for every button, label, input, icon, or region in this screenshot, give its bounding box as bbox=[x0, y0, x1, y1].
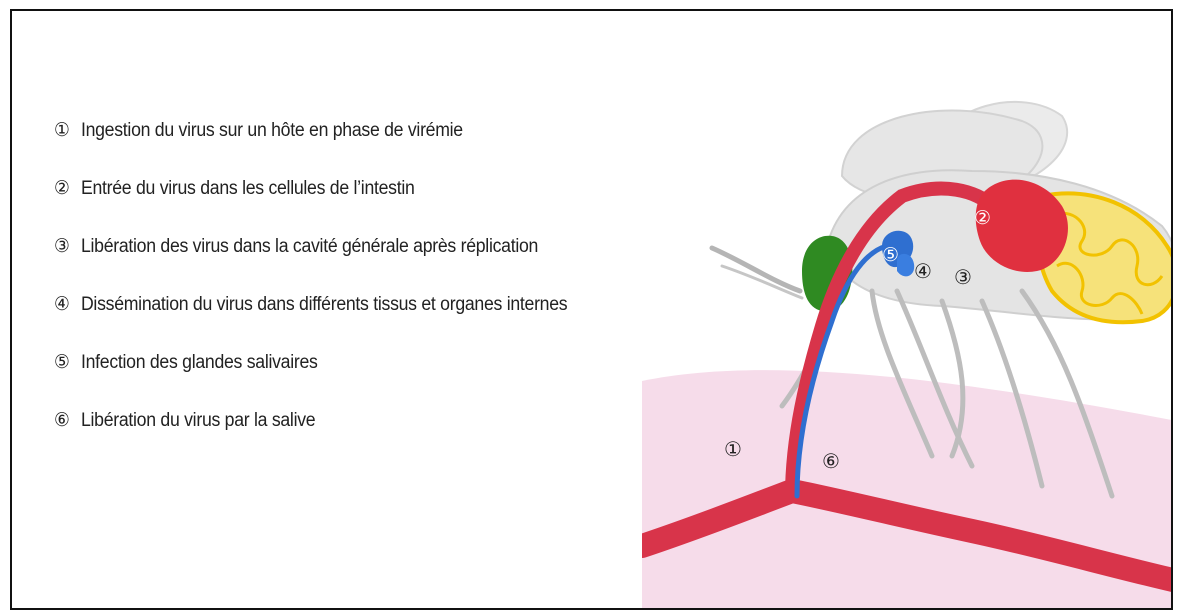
legend-number-3: ③ bbox=[54, 235, 76, 257]
mosquito-illustration: ② ⑤ ④ ③ ① ⑥ bbox=[642, 76, 1173, 610]
marker-5: ⑤ bbox=[882, 244, 899, 266]
host-skin bbox=[642, 370, 1173, 610]
legend-text-6: Libération du virus par la salive bbox=[81, 410, 315, 431]
legend-number-6: ⑥ bbox=[54, 409, 76, 431]
legend-text-2: Entrée du virus dans les cellules de l’i… bbox=[81, 178, 415, 199]
marker-4: ④ bbox=[914, 259, 932, 283]
legend-item-2: ② Entrée du virus dans les cellules de l… bbox=[54, 177, 705, 235]
diagram-frame: ① Ingestion du virus sur un hôte en phas… bbox=[10, 9, 1173, 610]
legend-item-3: ③ Libération des virus dans la cavité gé… bbox=[54, 235, 705, 293]
legend-item-6: ⑥ Libération du virus par la salive bbox=[54, 409, 705, 467]
legend-item-5: ⑤ Infection des glandes salivaires bbox=[54, 351, 705, 409]
mosquito-antenna bbox=[712, 248, 800, 291]
legend-number-2: ② bbox=[54, 177, 76, 199]
marker-3: ③ bbox=[954, 265, 972, 289]
legend-number-1: ① bbox=[54, 119, 76, 141]
legend-text-3: Libération des virus dans la cavité géné… bbox=[81, 236, 538, 257]
legend-item-4: ④ Dissémination du virus dans différents… bbox=[54, 293, 705, 351]
legend-text-1: Ingestion du virus sur un hôte en phase … bbox=[81, 120, 463, 141]
marker-2: ② bbox=[974, 207, 991, 229]
legend-item-1: ① Ingestion du virus sur un hôte en phas… bbox=[54, 119, 705, 177]
marker-1: ① bbox=[724, 437, 742, 461]
legend-text-4: Dissémination du virus dans différents t… bbox=[81, 294, 567, 315]
legend-number-4: ④ bbox=[54, 293, 76, 315]
legend-text-5: Infection des glandes salivaires bbox=[81, 352, 318, 373]
legend-number-5: ⑤ bbox=[54, 351, 76, 373]
marker-6: ⑥ bbox=[822, 449, 840, 473]
